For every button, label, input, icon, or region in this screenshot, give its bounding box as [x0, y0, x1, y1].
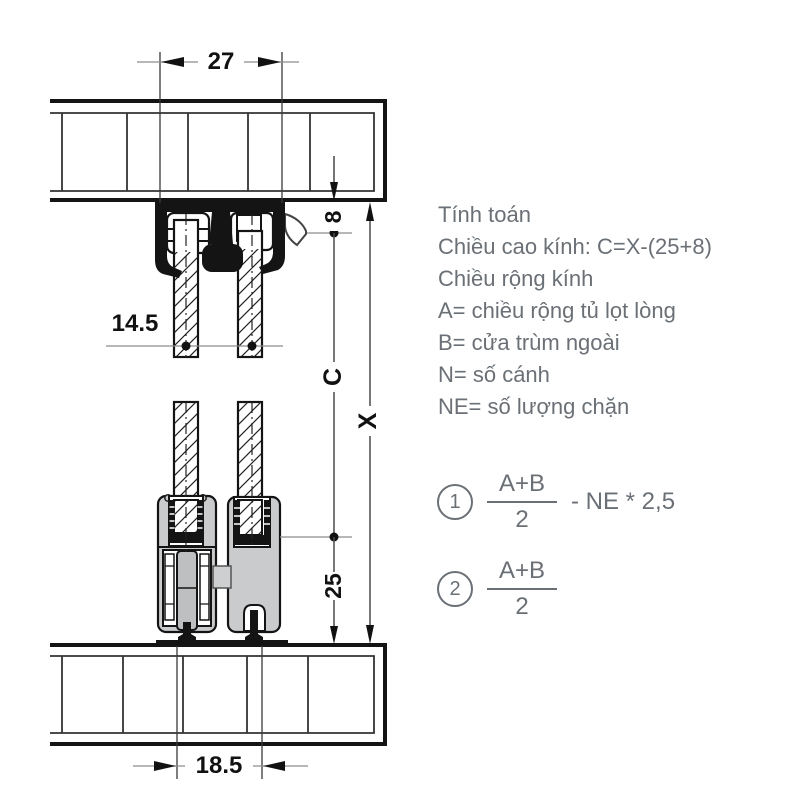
centerlines: [185, 214, 253, 552]
note-line: N= số cánh: [438, 362, 550, 387]
guide-connector: [212, 565, 232, 589]
formula-1-denominator: 2: [515, 506, 529, 533]
fraction-bar: [487, 588, 557, 590]
calculation-notes: Tính toán Chiều cao kính: C=X-(25+8) Chi…: [438, 199, 712, 423]
glass-panels-upper: [172, 218, 264, 359]
formula-2-fraction: A+B 2: [487, 557, 557, 621]
formula-2: 2 A+B 2: [437, 557, 571, 621]
note-line: NE= số lượng chặn: [438, 394, 630, 419]
formula-2-denominator: 2: [515, 593, 529, 620]
top-track-walls: [155, 212, 285, 278]
note-line: B= cửa trùm ngoài: [438, 330, 620, 355]
roller-wheel: [176, 550, 198, 631]
formula-2-index: 2: [437, 571, 473, 607]
bottom-rail-feet: [156, 610, 288, 647]
formula-1-suffix: - NE * 2,5: [571, 488, 676, 515]
note-line: Chiều rộng kính: [438, 266, 594, 291]
top-panel: [50, 99, 387, 202]
formula-1-index: 1: [437, 484, 473, 520]
fraction-bar: [487, 501, 557, 503]
formula-1-fraction: A+B 2: [487, 470, 557, 534]
dim-label-18-5: 18.5: [185, 752, 253, 780]
notes-title: Tính toán: [438, 202, 531, 227]
bottom-guide-left: [156, 494, 218, 634]
formula-1-numerator: A+B: [498, 470, 546, 497]
dim-label-X: X: [353, 406, 383, 436]
bottom-panel: [50, 643, 387, 746]
formula-2-numerator: A+B: [498, 557, 546, 584]
dim-label-14-5: 14.5: [104, 310, 166, 338]
dim-label-C: C: [319, 362, 347, 392]
dim-label-27: 27: [198, 48, 244, 75]
formula-1: 1 A+B 2 - NE * 2,5: [437, 470, 675, 534]
dim-label-8: 8: [319, 203, 347, 231]
note-line: Chiều cao kính: C=X-(25+8): [438, 234, 712, 259]
track-flange: [284, 212, 307, 247]
note-line: A= chiều rộng tủ lọt lòng: [438, 298, 676, 323]
dim-label-25: 25: [310, 572, 356, 600]
